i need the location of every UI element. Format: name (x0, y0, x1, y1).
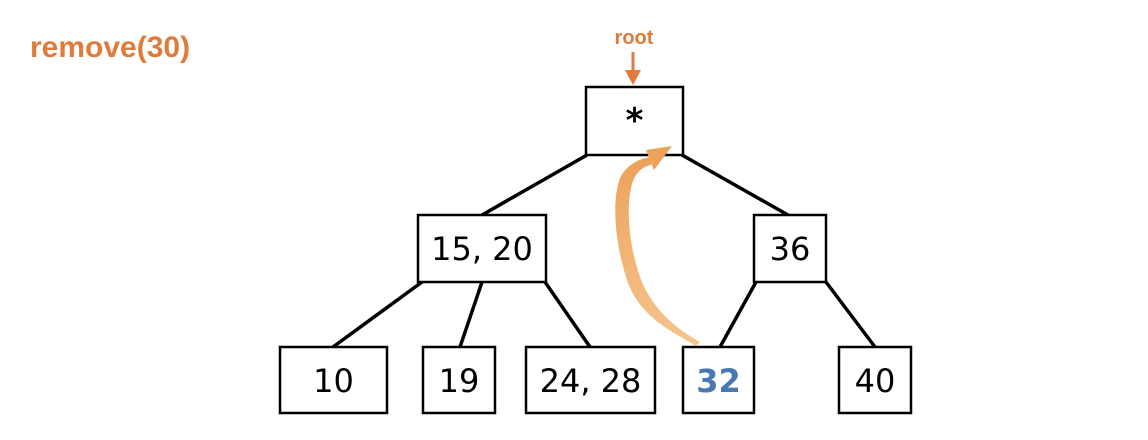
operation-title: remove(30) (30, 31, 190, 64)
root-label: root (615, 27, 654, 49)
leaf-node-1: 10 (278, 345, 389, 415)
edge-left-child-2 (458, 281, 484, 348)
root-node-value: * (626, 101, 644, 141)
edge-left-child-3 (543, 281, 592, 348)
leaf-node-4: 32 (681, 345, 756, 415)
leaf-node-3-value: 24, 28 (540, 362, 642, 400)
edge-root-left (481, 153, 588, 217)
move-arrow (615, 146, 700, 346)
leaf-node-2-value: 19 (439, 362, 480, 400)
root-pointer-arrow (625, 52, 641, 85)
edge-root-right (681, 153, 789, 217)
root-node: * (584, 85, 685, 157)
leaf-node-3: 24, 28 (524, 345, 657, 415)
edge-right-child-2 (824, 280, 877, 349)
tree-edges (331, 153, 877, 349)
leaf-node-5: 40 (837, 345, 913, 415)
internal-node-left: 15, 20 (416, 213, 548, 284)
leaf-node-5-value: 40 (855, 362, 896, 400)
edge-right-child-1 (718, 281, 758, 348)
internal-node-left-value: 15, 20 (431, 230, 533, 268)
internal-node-right: 36 (752, 213, 828, 284)
leaf-node-4-value: 32 (696, 362, 741, 400)
edge-left-child-1 (331, 280, 424, 349)
leaf-node-2: 19 (421, 345, 497, 415)
internal-node-right-value: 36 (770, 230, 811, 268)
leaf-node-1-value: 10 (313, 362, 354, 400)
